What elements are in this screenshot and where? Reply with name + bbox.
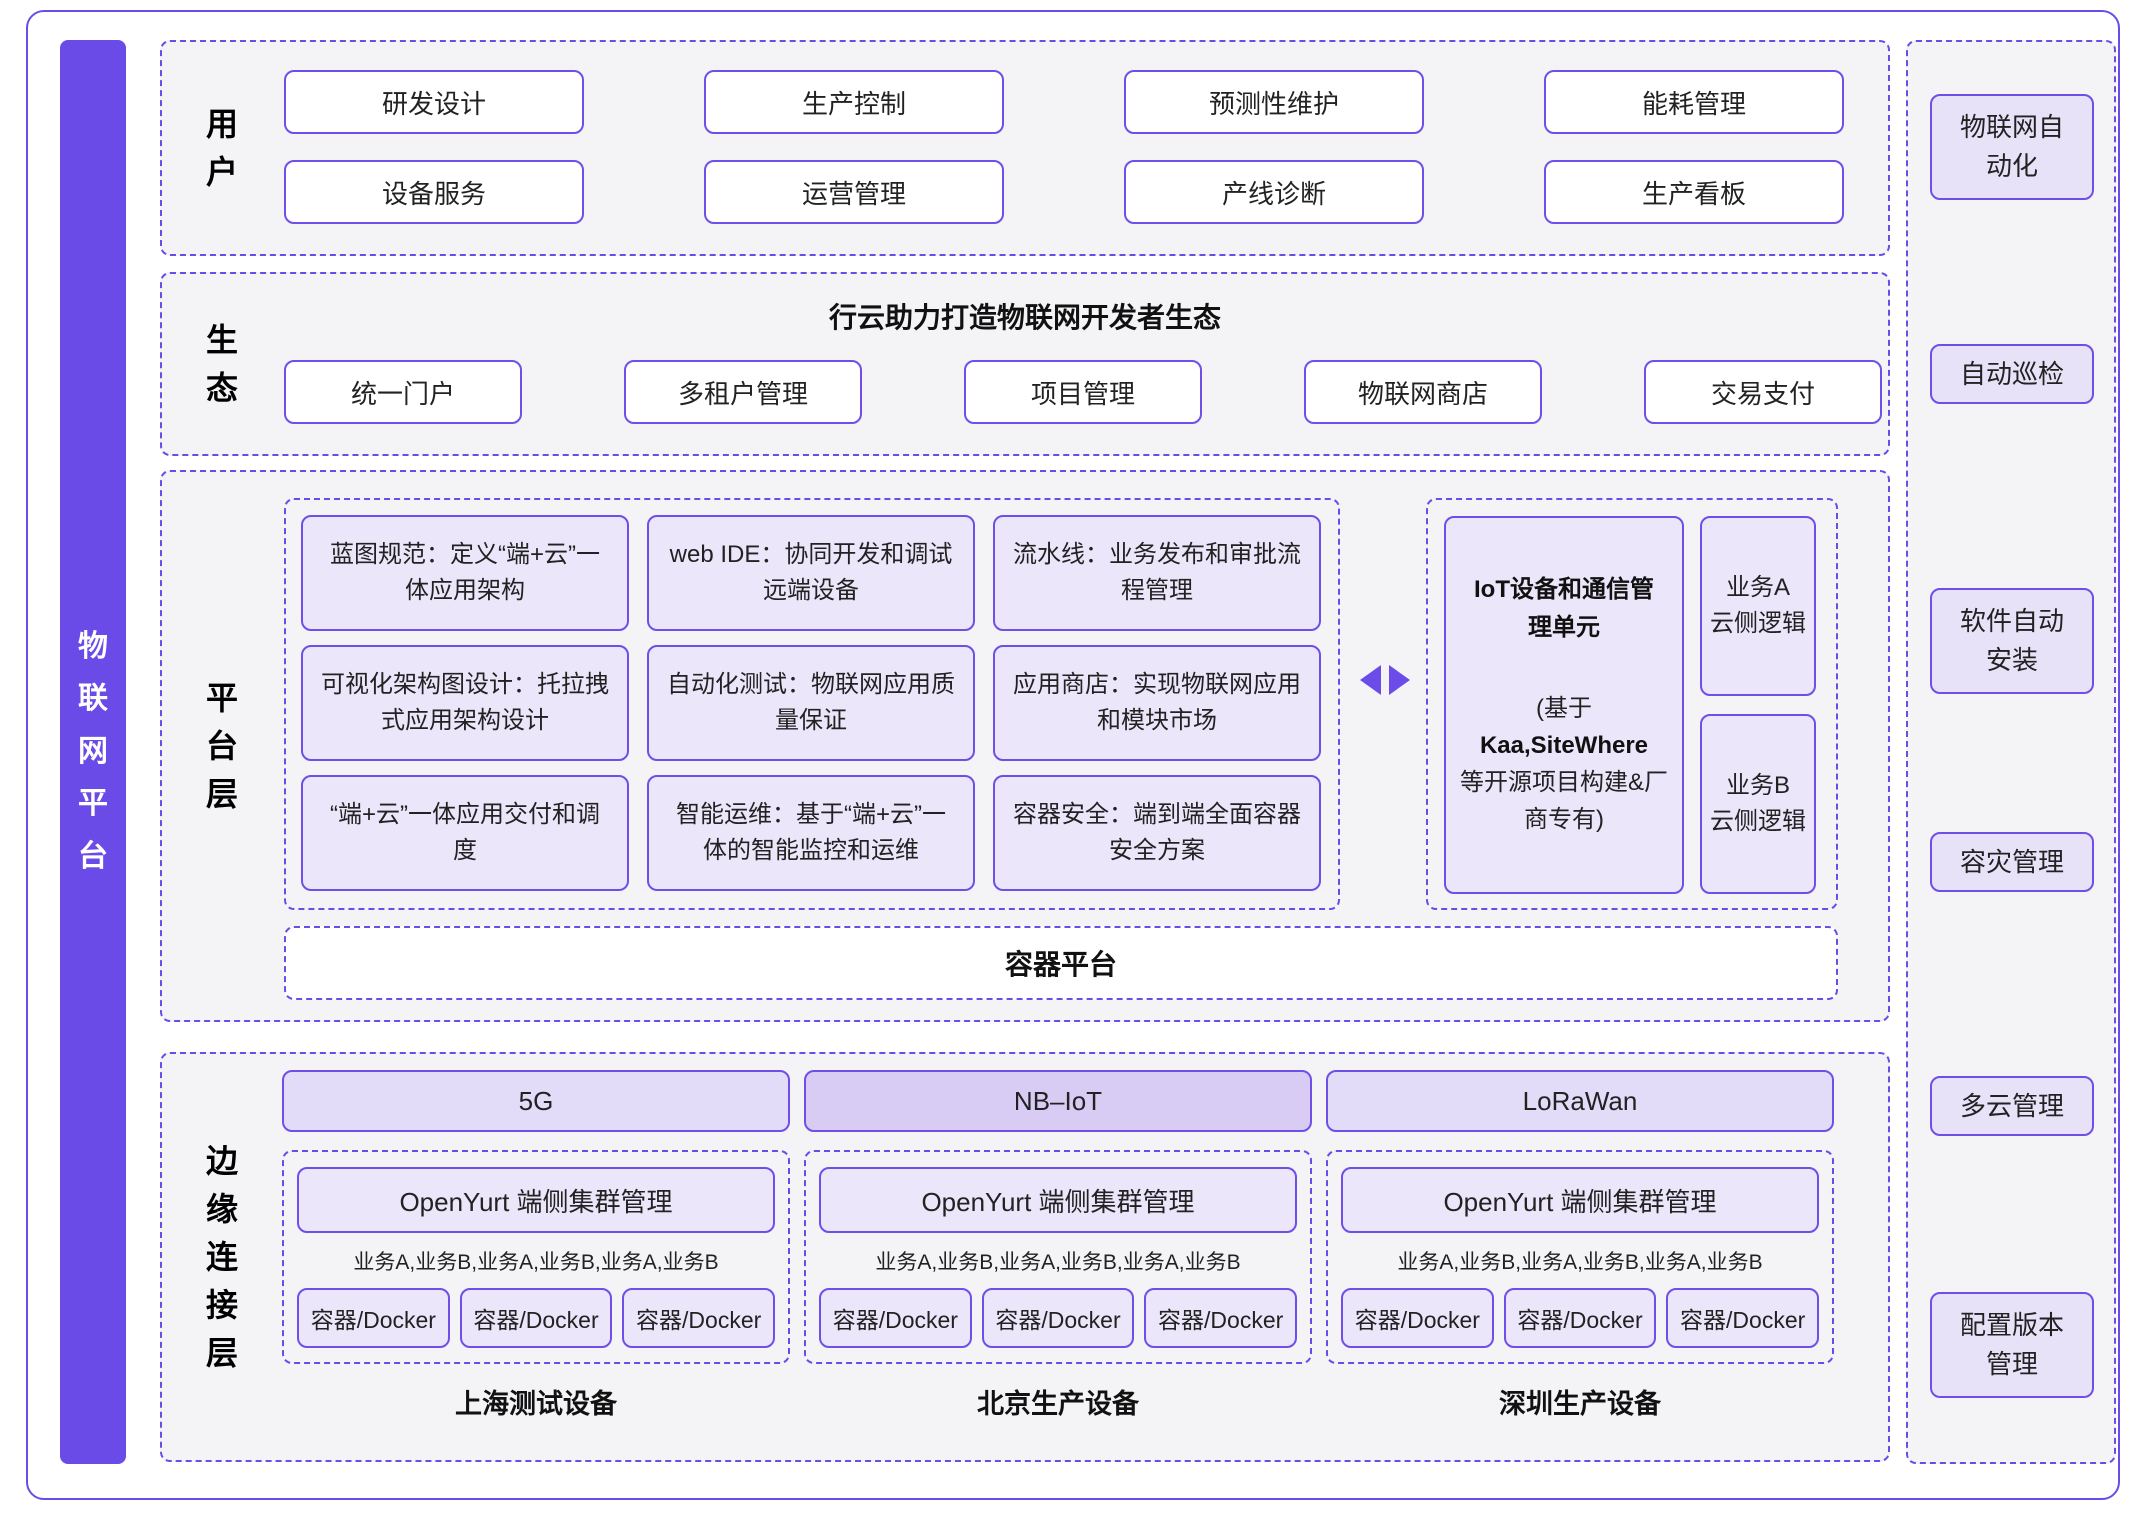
eco-section-label: 生态	[205, 322, 238, 406]
user-box: 产线诊断	[1124, 160, 1424, 224]
platform-section-label: 平台层	[205, 680, 238, 812]
openyurt-box: OpenYurt 端侧集群管理	[819, 1167, 1297, 1233]
services-text: 业务A,业务B,业务A,业务B,业务A,业务B	[1397, 1251, 1763, 1274]
iot-unit-group: IoT设备和通信管理单元 (基于 Kaa,SiteWhere 等开源项目构建&厂…	[1426, 498, 1838, 910]
eco-box: 统一门户	[284, 360, 522, 424]
user-box: 能耗管理	[1544, 70, 1844, 134]
container-platform-bar: 容器平台	[284, 926, 1838, 1000]
sidebar-item-software-install: 软件自动安装	[1930, 588, 2094, 694]
docker-box: 容器/Docker	[1503, 1288, 1657, 1348]
business-b-desc: 云侧逻辑	[1710, 808, 1806, 835]
business-b-name: 业务B	[1725, 772, 1790, 799]
platform-cell: 智能运维：基于“端+云”一体的智能监控和运维	[647, 775, 975, 891]
user-box: 预测性维护	[1124, 70, 1424, 134]
arrow-left-icon	[1360, 665, 1381, 695]
network-box-5g: 5G	[282, 1070, 790, 1132]
edge-cluster-group: OpenYurt 端侧集群管理 业务A,业务B,业务A,业务B,业务A,业务B …	[804, 1150, 1312, 1364]
sync-arrows	[1360, 664, 1420, 696]
eco-title: 行云助力打造物联网开发者生态	[828, 302, 1221, 333]
iot-unit-sub-bold: Kaa,SiteWhere	[1479, 732, 1649, 759]
docker-row: 容器/Docker 容器/Docker 容器/Docker	[297, 1288, 776, 1348]
business-b-box: 业务B 云侧逻辑	[1700, 714, 1816, 894]
sidebar-item-multicloud: 多云管理	[1930, 1076, 2094, 1136]
network-box-nbiot: NB–IoT	[804, 1070, 1312, 1132]
platform-cell: 应用商店：实现物联网应用和模块市场	[993, 645, 1321, 761]
sidebar-item-iot-automation: 物联网自动化	[1930, 94, 2094, 200]
docker-row: 容器/Docker 容器/Docker 容器/Docker	[819, 1288, 1298, 1348]
docker-box: 容器/Docker	[981, 1288, 1135, 1348]
arrow-right-icon	[1389, 665, 1410, 695]
right-sidebar: 物联网自动化 自动巡检 软件自动安装 容灾管理 多云管理 配置版本管理	[1906, 40, 2116, 1464]
eco-box: 项目管理	[964, 360, 1202, 424]
platform-cell: 蓝图规范：定义“端+云”一体应用架构	[301, 515, 629, 631]
docker-box: 容器/Docker	[1341, 1288, 1494, 1348]
openyurt-box: OpenYurt 端侧集群管理	[297, 1167, 775, 1233]
section-user: 用户 研发设计 生产控制 预测性维护 能耗管理 设备服务 运营管理 产线诊断 生…	[160, 40, 1890, 256]
docker-box: 容器/Docker	[459, 1288, 613, 1348]
docker-row: 容器/Docker 容器/Docker 容器/Docker	[1341, 1288, 1820, 1348]
business-a-box: 业务A 云侧逻辑	[1700, 516, 1816, 696]
section-platform: 平台层 蓝图规范：定义“端+云”一体应用架构 web IDE：协同开发和调试远端…	[160, 470, 1890, 1022]
docker-box: 容器/Docker	[1144, 1288, 1298, 1348]
eco-box: 交易支付	[1644, 360, 1882, 424]
section-ecosystem: 生态 行云助力打造物联网开发者生态 统一门户 多租户管理 项目管理 物联网商店 …	[160, 272, 1890, 456]
section-edge: 边缘连接层 5G OpenYurt 端侧集群管理 业务A,业务B,业务A,业务B…	[160, 1052, 1890, 1462]
user-box: 生产看板	[1544, 160, 1844, 224]
left-bar: 物联网平台	[60, 40, 126, 1464]
platform-cell: 自动化测试：物联网应用质量保证	[647, 645, 975, 761]
sidebar-item-config-version: 配置版本管理	[1930, 1292, 2094, 1398]
group-caption: 深圳生产设备	[1499, 1389, 1661, 1419]
platform-cell: web IDE：协同开发和调试远端设备	[647, 515, 975, 631]
openyurt-box: OpenYurt 端侧集群管理	[1341, 1167, 1819, 1233]
platform-cell: 可视化架构图设计：托拉拽式应用架构设计	[301, 645, 629, 761]
user-box: 研发设计	[284, 70, 584, 134]
outer-frame	[26, 10, 2120, 1500]
edge-group-shenzhen: LoRaWan OpenYurt 端侧集群管理 业务A,业务B,业务A,业务B,…	[1326, 1070, 1834, 1421]
services-text: 业务A,业务B,业务A,业务B,业务A,业务B	[875, 1251, 1241, 1274]
platform-capability-group: 蓝图规范：定义“端+云”一体应用架构 web IDE：协同开发和调试远端设备 流…	[284, 498, 1340, 910]
edge-grid: 5G OpenYurt 端侧集群管理 业务A,业务B,业务A,业务B,业务A,业…	[282, 1070, 1834, 1421]
docker-box: 容器/Docker	[819, 1288, 972, 1348]
edge-group-shanghai: 5G OpenYurt 端侧集群管理 业务A,业务B,业务A,业务B,业务A,业…	[282, 1070, 790, 1421]
platform-cell: 流水线：业务发布和审批流程管理	[993, 515, 1321, 631]
iot-unit-sub-prefix: (基于	[1536, 694, 1592, 722]
eco-box: 多租户管理	[624, 360, 862, 424]
eco-box: 物联网商店	[1304, 360, 1542, 424]
services-text: 业务A,业务B,业务A,业务B,业务A,业务B	[353, 1251, 719, 1274]
user-box: 运营管理	[704, 160, 1004, 224]
iot-unit-subtitle: (基于 Kaa,SiteWhere 等开源项目构建&厂商专有)	[1446, 690, 1682, 839]
platform-grid: 蓝图规范：定义“端+云”一体应用架构 web IDE：协同开发和调试远端设备 流…	[301, 515, 1323, 891]
group-caption: 北京生产设备	[977, 1389, 1139, 1419]
user-box: 生产控制	[704, 70, 1004, 134]
platform-cell: 容器安全：端到端全面容器安全方案	[993, 775, 1321, 891]
docker-box: 容器/Docker	[1666, 1288, 1820, 1348]
eco-row: 统一门户 多租户管理 项目管理 物联网商店 交易支付	[284, 360, 1882, 424]
user-section-label: 用户	[205, 106, 238, 190]
edge-section-label: 边缘连接层	[205, 1143, 238, 1371]
user-box: 设备服务	[284, 160, 584, 224]
business-a-name: 业务A	[1725, 574, 1790, 601]
network-box-lorawan: LoRaWan	[1326, 1070, 1834, 1132]
user-grid: 研发设计 生产控制 预测性维护 能耗管理 设备服务 运营管理 产线诊断 生产看板	[284, 70, 1844, 224]
edge-group-beijing: NB–IoT OpenYurt 端侧集群管理 业务A,业务B,业务A,业务B,业…	[804, 1070, 1312, 1421]
docker-box: 容器/Docker	[297, 1288, 450, 1348]
iot-unit-title: IoT设备和通信管理单元	[1474, 576, 1654, 641]
left-bar-title: 物联网平台	[78, 629, 108, 873]
iot-unit-box: IoT设备和通信管理单元 (基于 Kaa,SiteWhere 等开源项目构建&厂…	[1444, 516, 1684, 894]
sidebar-item-auto-inspection: 自动巡检	[1930, 344, 2094, 404]
iot-unit-sub-suffix: 等开源项目构建&厂商专有)	[1459, 769, 1668, 834]
docker-box: 容器/Docker	[622, 1288, 776, 1348]
sidebar-item-disaster-recovery: 容灾管理	[1930, 832, 2094, 892]
group-caption: 上海测试设备	[455, 1389, 617, 1419]
business-a-desc: 云侧逻辑	[1710, 610, 1806, 637]
edge-cluster-group: OpenYurt 端侧集群管理 业务A,业务B,业务A,业务B,业务A,业务B …	[1326, 1150, 1834, 1364]
edge-cluster-group: OpenYurt 端侧集群管理 业务A,业务B,业务A,业务B,业务A,业务B …	[282, 1150, 790, 1364]
platform-cell: “端+云”一体应用交付和调度	[301, 775, 629, 891]
